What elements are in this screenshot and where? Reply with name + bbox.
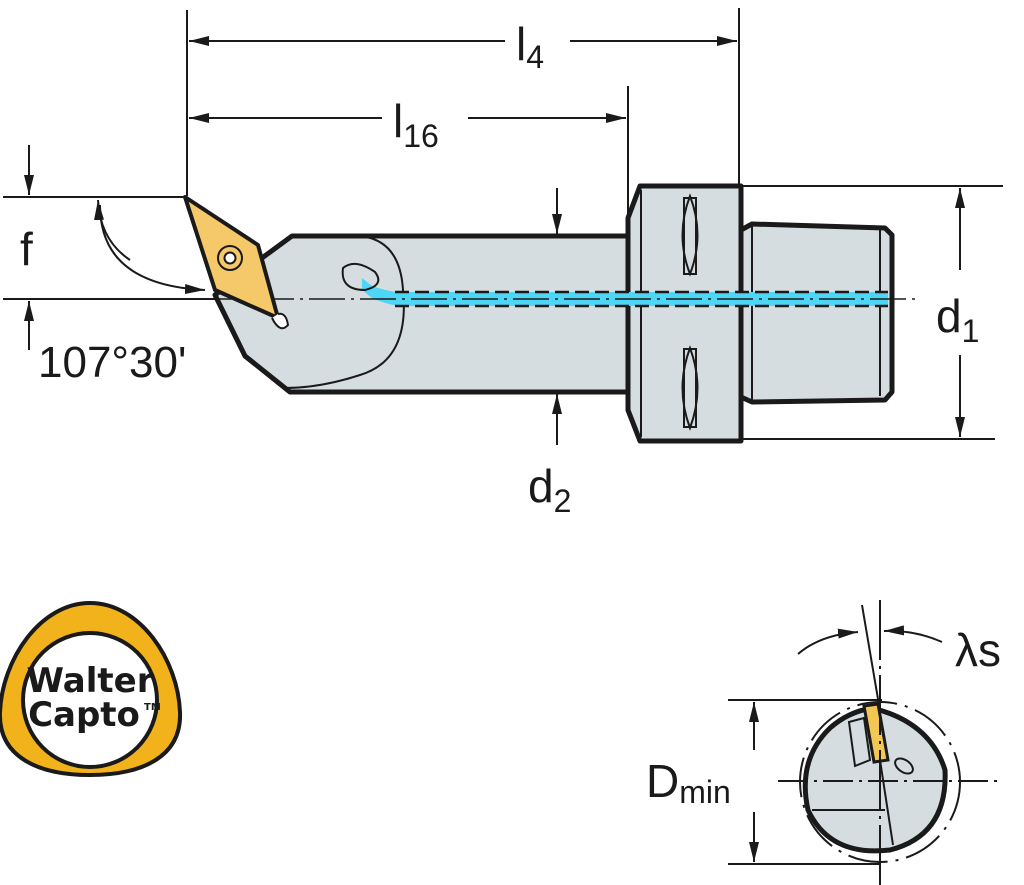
- l4-label: l4: [516, 18, 544, 75]
- insert-seat: [847, 716, 872, 768]
- logo-line2: Capto: [28, 695, 140, 735]
- f-label: f: [20, 223, 33, 275]
- d1-label: d1: [936, 290, 979, 349]
- dimension-d2: d2: [528, 188, 571, 519]
- lambda-reference-line: [861, 604, 880, 706]
- dimension-l4: l4: [189, 18, 737, 75]
- end-view: Dmin λs: [646, 600, 1001, 885]
- coolant-outlet: [341, 262, 380, 292]
- insert: [183, 195, 290, 330]
- walter-capto-logo: Walter Capto TM: [0, 600, 183, 778]
- lambda-arc-left: [797, 628, 859, 655]
- logo-line1: Walter: [27, 661, 154, 701]
- logo-inner-circle: [21, 631, 159, 769]
- dimension-f: f: [20, 145, 34, 350]
- l16-label: l16: [393, 95, 439, 154]
- flange-slot-bottom: [681, 345, 699, 431]
- insert-screw-ring: [217, 245, 243, 271]
- d2-label: d2: [528, 460, 571, 519]
- dimension-angle: 107°30': [38, 199, 206, 387]
- dmin-label: Dmin: [646, 755, 731, 810]
- bar-shank: [212, 215, 643, 443]
- insert-screw-hole: [223, 251, 237, 265]
- coupling-flange: [625, 183, 744, 444]
- end-view-inclined-line: [879, 759, 894, 846]
- dimension-l16: l16: [189, 95, 626, 154]
- bar-head-contour: [284, 235, 405, 389]
- capto-taper: [738, 221, 895, 405]
- end-view-coolant-hole: [894, 757, 914, 775]
- logo-trademark: TM: [144, 702, 161, 713]
- lambda-s-label: λs: [955, 624, 1001, 676]
- angle-label: 107°30': [38, 338, 186, 387]
- angle-arc-upper: [94, 199, 131, 261]
- flange-slot-top: [681, 193, 699, 277]
- end-view-body: [802, 705, 948, 854]
- dimension-d1: d1: [936, 188, 979, 437]
- side-view: l4 l16 f 107°30': [3, 8, 1003, 519]
- lambda-arc-right: [883, 625, 943, 643]
- end-view-insert: [862, 702, 890, 764]
- insert-pin: [271, 312, 290, 330]
